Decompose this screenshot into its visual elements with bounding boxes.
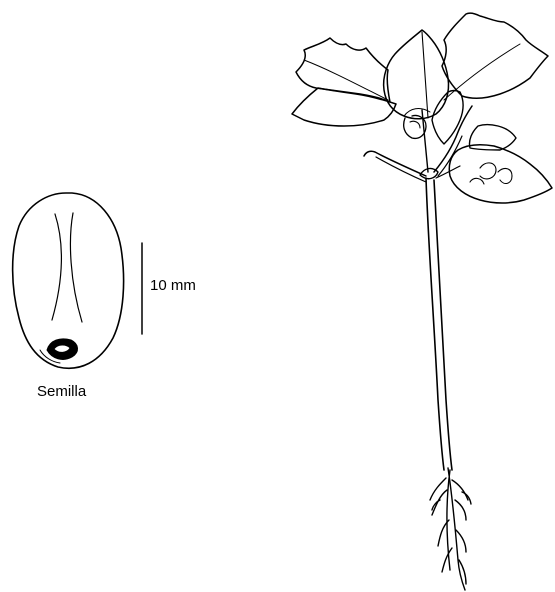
leaf-lower-right-curl-3 <box>470 178 484 184</box>
leaf-center-midrib <box>422 32 428 118</box>
leaf-center-ring-inner <box>410 121 420 128</box>
leaf-center-fold <box>404 109 430 116</box>
leaf-center <box>384 30 449 119</box>
leaf-lower-right <box>449 145 552 203</box>
petiole-left-2 <box>376 157 426 182</box>
seed-drawing <box>13 193 124 368</box>
leaf-lower-right-curl-1 <box>480 163 496 179</box>
scale-label: 10 mm <box>150 278 196 293</box>
seed-groove-left <box>52 214 61 320</box>
seed-label: Semilla <box>37 384 86 399</box>
leaf-mid-right <box>432 91 463 145</box>
leaf-upper-right <box>442 13 548 98</box>
seedling-stem-right <box>434 180 452 470</box>
petiole-left <box>364 151 426 176</box>
leaf-upper-left-vein <box>304 60 388 100</box>
seedling-drawing <box>292 13 552 590</box>
leaf-lower-left <box>292 88 396 126</box>
seedling-roots <box>430 468 471 590</box>
seed-groove-right <box>70 213 82 322</box>
leaf-lower-right-curl-2 <box>498 169 512 184</box>
petiole-low-right <box>436 166 460 178</box>
leaf-upper-right-vein <box>444 44 520 100</box>
